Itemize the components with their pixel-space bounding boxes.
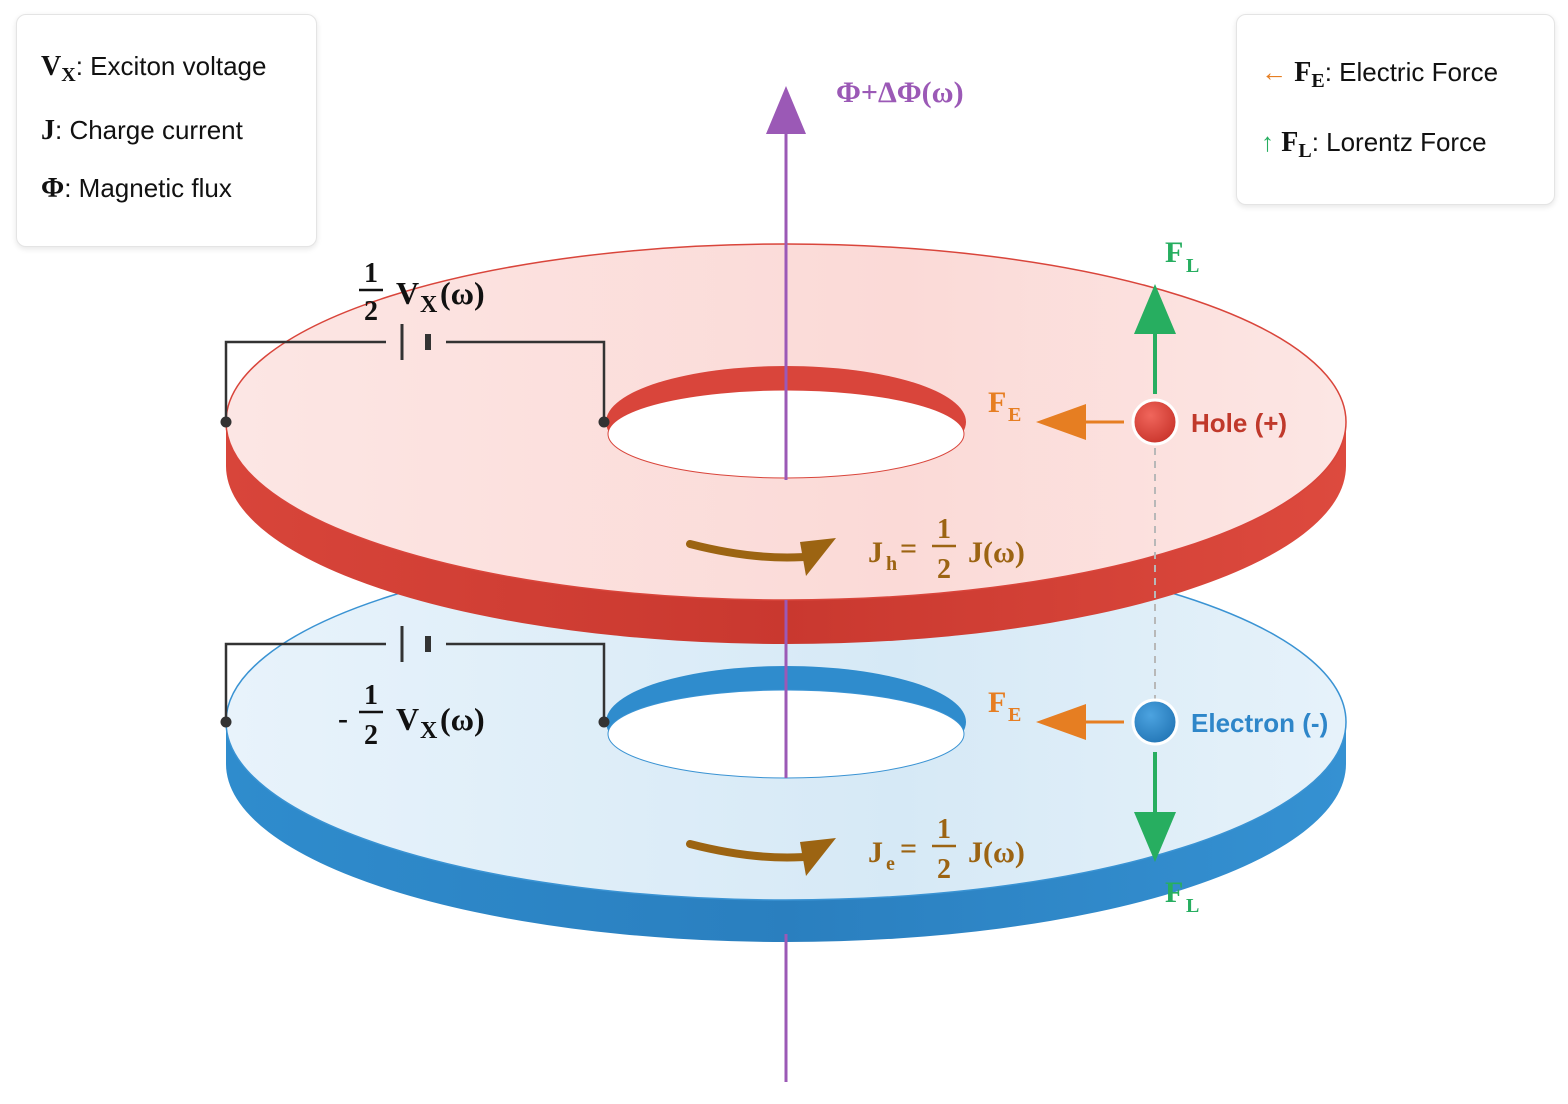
bottom-lorentz-label: F L	[1165, 876, 1199, 917]
top-terminal-right	[598, 416, 610, 428]
svg-text:h: h	[886, 553, 897, 575]
legend-right: ← FE: Electric Force ↑ FL: Lorentz Force	[1236, 14, 1555, 205]
top-current-label: J h = 1 2 J(ω)	[868, 514, 1025, 585]
flux-arrow-head	[766, 86, 806, 134]
top-electric-label: F E	[988, 386, 1021, 426]
top-lorentz-label: F L	[1165, 236, 1199, 277]
bottom-terminal-left	[220, 716, 232, 728]
svg-text:J(ω): J(ω)	[968, 536, 1025, 569]
up-arrow-icon: ↑	[1261, 127, 1274, 157]
electron-label: Electron (-)	[1191, 708, 1328, 738]
bottom-voltage-label: - 1 2 V X (ω)	[338, 680, 485, 751]
top-voltage-label: 1 2 V X (ω)	[359, 258, 485, 327]
bottom-electric-label: F E	[988, 686, 1021, 726]
svg-text:2: 2	[937, 854, 951, 885]
bottom-current-arrow	[686, 838, 836, 876]
svg-text:V: V	[396, 701, 419, 737]
bottom-ring	[225, 543, 1347, 942]
bottom-lorentz-arrow	[1134, 752, 1176, 862]
top-battery-circuit	[224, 324, 606, 422]
bottom-ring-side-band	[226, 722, 1346, 942]
svg-text:1: 1	[937, 514, 951, 545]
legend-left: VX: Exciton voltage J: Charge current Φ:…	[16, 14, 317, 247]
svg-text:=: =	[900, 532, 917, 565]
svg-text:e: e	[886, 853, 895, 875]
top-current-arrow	[686, 538, 836, 576]
svg-text:F: F	[988, 386, 1006, 419]
svg-text:1: 1	[364, 258, 378, 289]
svg-text:-: -	[338, 702, 348, 735]
left-arrow-icon: ←	[1261, 57, 1287, 87]
top-ring-side-band	[226, 422, 1346, 644]
svg-text:F: F	[1165, 876, 1183, 909]
svg-text:2: 2	[364, 720, 378, 751]
svg-text:2: 2	[364, 296, 378, 327]
svg-text:(ω): (ω)	[440, 701, 485, 737]
legend-item-flux: Φ: Magnetic flux	[41, 173, 232, 204]
top-lorentz-arrow	[1134, 284, 1176, 394]
svg-text:2: 2	[937, 554, 951, 585]
hole-particle	[1131, 398, 1179, 446]
svg-text:X: X	[420, 718, 438, 744]
svg-text:J(ω): J(ω)	[968, 836, 1025, 869]
hole-label: Hole (+)	[1191, 408, 1287, 438]
legend-item-voltage: VX: Exciton voltage	[41, 51, 267, 87]
svg-text:L: L	[1186, 255, 1199, 277]
bottom-current-label: J e = 1 2 J(ω)	[868, 814, 1025, 885]
top-electric-arrow	[1036, 404, 1124, 440]
legend-item-lorentz-force: ↑ FL: Lorentz Force	[1261, 127, 1487, 163]
top-terminal-left	[220, 416, 232, 428]
svg-text:=: =	[900, 832, 917, 865]
svg-text:F: F	[1165, 236, 1183, 269]
flux-axis-label: Φ+ΔΦ(ω)	[836, 76, 964, 109]
svg-text:J: J	[868, 836, 883, 869]
bottom-electric-arrow	[1036, 704, 1124, 740]
svg-text:E: E	[1008, 404, 1021, 426]
svg-text:(ω): (ω)	[440, 275, 485, 311]
bottom-battery-circuit	[224, 626, 606, 722]
svg-text:X: X	[420, 292, 438, 318]
svg-text:1: 1	[364, 680, 378, 711]
bottom-terminal-right	[598, 716, 610, 728]
legend-item-electric-force: ← FE: Electric Force	[1261, 57, 1499, 93]
electron-particle	[1131, 698, 1179, 746]
svg-text:1: 1	[937, 814, 951, 845]
svg-text:L: L	[1186, 895, 1199, 917]
svg-text:F: F	[988, 686, 1006, 719]
legend-item-current: J: Charge current	[41, 115, 243, 146]
svg-text:V: V	[396, 275, 419, 311]
svg-text:E: E	[1008, 704, 1021, 726]
svg-text:J: J	[868, 536, 883, 569]
